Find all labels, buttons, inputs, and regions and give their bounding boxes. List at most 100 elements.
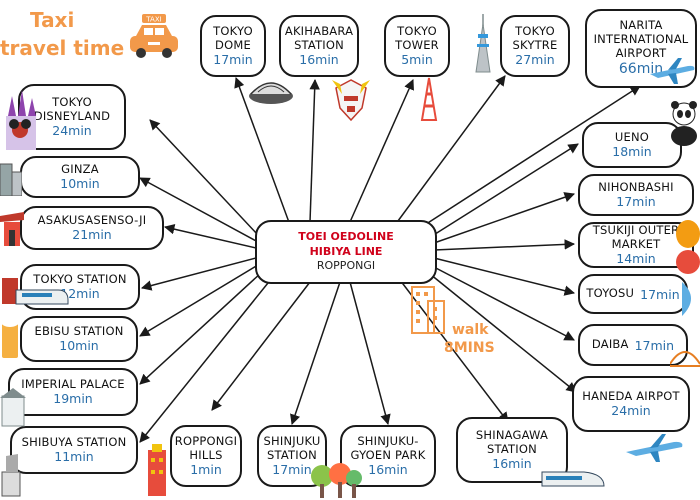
- dest-name: SHINAGAWA STATION: [475, 427, 549, 456]
- arrow-akihabara: [309, 78, 320, 223]
- taxi-icon: TAXI: [130, 14, 178, 58]
- fish-icon: [682, 282, 691, 316]
- dest-time: 19min: [53, 391, 93, 407]
- dest-time: 27min: [515, 52, 555, 68]
- dest-time: 17min: [640, 286, 680, 302]
- buildings-icon: [0, 163, 22, 196]
- dest-name: TSUKIJI OUTER MARKET: [592, 222, 680, 251]
- dest-time: 10min: [60, 176, 100, 192]
- dest-time: 66min: [618, 60, 664, 77]
- arrow-shinjuku: [290, 281, 341, 425]
- arrow-shinjuku-gyoen: [349, 281, 391, 426]
- dest-name: NARITA INTERNATIONAL AIRPORT: [593, 18, 689, 60]
- dest-skytree: TOKYO SKYTRE 27min: [500, 15, 570, 77]
- dest-name: EBISU STATION: [34, 323, 124, 338]
- center-line1: TOEI OEDOLINE: [298, 229, 394, 243]
- dest-time: 10min: [59, 338, 99, 354]
- dest-name: ROPPONGI HILLS: [174, 433, 238, 462]
- skytree-icon: [475, 14, 491, 73]
- panda-icon: [671, 101, 697, 146]
- dest-akihabara: AKIHABARA STATION 16min: [279, 15, 359, 77]
- arrow-ebisu: [139, 264, 259, 337]
- dest-name: HANEDA AIRPOT: [582, 388, 680, 403]
- title-line1: Taxi: [30, 8, 75, 32]
- dest-name: AKIHABARA STATION: [284, 23, 354, 52]
- dest-time: 21min: [72, 227, 112, 243]
- arrow-skytree: [394, 75, 506, 226]
- trees-icon: [311, 463, 362, 498]
- taxi-badge: TAXI: [145, 16, 161, 24]
- dest-name: TOKYO DISNEYLAND: [33, 94, 111, 123]
- dest-time: 17min: [213, 52, 253, 68]
- hills-tower-icon: [148, 444, 166, 496]
- dest-tokyo-tower: TOKYO TOWER 5min: [384, 15, 450, 77]
- arrow-roppongi-hills: [211, 281, 311, 411]
- dest-shibuya: SHIBUYA STATION 11min: [10, 426, 138, 474]
- office-building-icon: [411, 286, 445, 334]
- dest-name: SHIBUYA STATION: [21, 434, 127, 449]
- dest-name: TOKYO DOME: [213, 23, 253, 52]
- dest-roppongi-hills: ROPPONGI HILLS 1min: [170, 425, 242, 487]
- center-line3: ROPPONGI: [316, 259, 376, 273]
- dest-daiba: DAIBA 17min: [578, 324, 688, 366]
- dest-name: TOKYO SKYTRE: [512, 23, 558, 52]
- beer-icon: [1, 317, 19, 358]
- walk-time: 8MINS: [444, 340, 495, 356]
- arrow-ginza: [139, 177, 259, 243]
- dest-nihonbashi: NIHONBASHI 17min: [578, 174, 694, 216]
- title-line2: travel time: [0, 36, 125, 60]
- dest-time: 14min: [616, 251, 656, 267]
- dest-ebisu: EBISU STATION 10min: [20, 316, 138, 362]
- arrow-nihonbashi: [433, 192, 575, 244]
- arrow-asakusa: [163, 224, 257, 249]
- dest-name: DAIBA: [591, 337, 629, 352]
- dest-name: TOYOSU: [586, 286, 635, 301]
- palace-icon: [0, 388, 26, 427]
- arrow-tokyo-station: [140, 257, 257, 291]
- temple-icon: [0, 212, 24, 246]
- dest-name: SHINJUKU-GYOEN PARK: [350, 433, 426, 462]
- airplane-icon: [626, 434, 683, 462]
- dest-toyosu: TOYOSU 17min: [578, 274, 688, 314]
- dest-time: 1min: [190, 462, 222, 478]
- center-hub: TOEI OEDOLINE HIBIYA LINE ROPPONGI: [255, 220, 437, 284]
- dest-ginza: GINZA 10min: [20, 156, 140, 198]
- dest-name: GINZA: [61, 161, 99, 176]
- dest-time: 16min: [368, 462, 408, 478]
- train-icon: [2, 278, 69, 305]
- arrow-tokyo-dome: [234, 77, 291, 226]
- arrow-tokyo-tower: [349, 79, 414, 223]
- dest-tokyo-dome: TOKYO DOME 17min: [200, 15, 266, 77]
- dest-name: IMPERIAL PALACE: [21, 376, 125, 391]
- bullet-train-icon: [541, 471, 605, 487]
- dest-time: 24min: [611, 403, 651, 419]
- robot-icon: [332, 79, 370, 122]
- dest-time: 17min: [616, 194, 656, 210]
- dest-name: TOKYO TOWER: [395, 23, 439, 52]
- dest-name: SHINJUKU STATION: [263, 433, 321, 462]
- dest-time: 17min: [272, 462, 312, 478]
- walk-label: walk: [452, 322, 489, 338]
- dest-name: ASAKUSASENSO-JI: [37, 212, 147, 227]
- bridge-icon: [670, 351, 700, 367]
- airplane-icon: [650, 58, 695, 84]
- stadium-icon: [249, 82, 293, 104]
- arrow-imperial: [139, 271, 263, 385]
- arrow-daiba: [431, 265, 575, 341]
- arrow-tsukiji: [433, 239, 576, 251]
- dest-narita: NARITA INTERNATIONAL AIRPORT 66min: [585, 9, 697, 88]
- dest-name: NIHONBASHI: [598, 179, 674, 194]
- dest-haneda: HANEDA AIRPOT 24min: [572, 376, 690, 432]
- dest-asakusa: ASAKUSASENSO-JI 21min: [20, 206, 164, 250]
- shibuya-icon: [1, 454, 21, 497]
- arrow-toyosu: [433, 257, 576, 296]
- dest-name: TOKYO STATION: [33, 271, 127, 286]
- center-line2: HIBIYA LINE: [309, 244, 383, 258]
- dest-ueno: UENO 18min: [582, 122, 682, 168]
- tower-icon: [420, 77, 438, 121]
- dest-time: 18min: [612, 144, 652, 160]
- dest-time: 24min: [52, 123, 92, 139]
- dest-time: 11min: [54, 449, 94, 465]
- arrow-disneyland: [149, 119, 259, 236]
